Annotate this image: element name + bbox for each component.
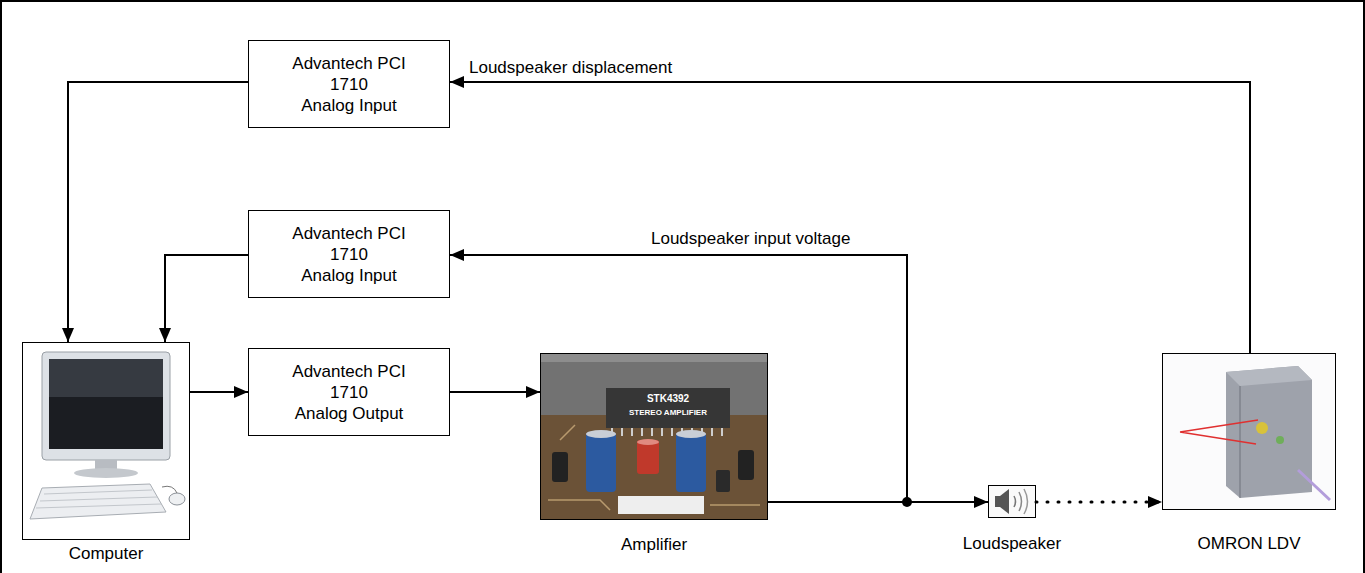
signal-arrow	[450, 82, 1250, 353]
amplifier-photo	[676, 432, 706, 492]
amplifier-photo	[618, 496, 704, 514]
signal-label: Loudspeaker input voltage	[648, 229, 853, 249]
interface-box: Advantech PCI 1710 Analog Input	[248, 210, 450, 298]
loudspeaker-icon	[1019, 492, 1022, 511]
signal-arrow	[68, 82, 248, 342]
laser-vibrometer-photo	[1162, 353, 1336, 510]
signal-arrow	[165, 255, 248, 342]
amplifier-photo	[586, 430, 616, 438]
text-line: 1710	[292, 244, 405, 265]
connector-group	[68, 82, 1250, 502]
interface-box: Advantech PCI 1710 Analog Input	[248, 40, 450, 128]
computer-illustration	[162, 486, 177, 493]
amplifier-photo	[716, 470, 730, 492]
box-label: Advantech PCI 1710 Analog Output	[292, 361, 405, 424]
text-line: Advantech PCI	[292, 361, 405, 382]
computer-illustration	[74, 468, 138, 478]
signal-arrow	[450, 255, 907, 502]
amplifier-photo	[637, 439, 659, 445]
loudspeaker-icon	[988, 485, 1036, 518]
computer-illustration	[49, 359, 163, 397]
laser-vibrometer-photo	[1276, 436, 1284, 444]
loudspeaker-icon	[1000, 489, 1009, 514]
text-line: Analog Input	[292, 95, 405, 116]
text-line: Advantech PCI	[292, 223, 405, 244]
device-caption: Loudspeaker	[963, 534, 1061, 554]
laser-vibrometer-photo	[1162, 353, 1336, 510]
amplifier-photo	[637, 440, 659, 474]
laser-vibrometer-photo	[1256, 422, 1268, 434]
amplifier-photo	[548, 425, 760, 510]
computer-illustration	[169, 493, 185, 505]
computer-illustration	[23, 343, 189, 539]
vibrometer-node: OMRON LDV	[1162, 353, 1336, 510]
text-line: 1710	[292, 74, 405, 95]
laser-vibrometer-photo	[1226, 366, 1312, 498]
laser-vibrometer-photo	[1298, 470, 1330, 500]
chip-marking: STEREO AMPLIFIER	[629, 409, 707, 418]
device-caption: Amplifier	[621, 535, 687, 555]
junction-dot	[902, 497, 912, 507]
device-caption: OMRON LDV	[1198, 534, 1301, 554]
beam-arrow	[1036, 501, 1162, 504]
amplifier-photo	[738, 450, 754, 480]
text-line: Advantech PCI	[292, 53, 405, 74]
computer-illustration	[30, 484, 166, 519]
amplifier-photo	[540, 353, 768, 520]
computer-illustration	[49, 359, 163, 449]
box-label: Advantech PCI 1710 Analog Input	[292, 53, 405, 116]
text-line: Analog Output	[292, 403, 405, 424]
computer-illustration	[23, 343, 189, 539]
device-caption: Computer	[69, 544, 144, 564]
laser-vibrometer-photo	[1180, 420, 1258, 444]
signal-label: Loudspeaker displacement	[466, 58, 675, 78]
loudspeaker-icon	[988, 485, 1036, 518]
loudspeaker-node: Loudspeaker	[988, 485, 1036, 518]
text-line: Analog Input	[292, 265, 405, 286]
amplifier-photo	[586, 432, 616, 492]
computer-node: Computer	[22, 342, 190, 540]
signal-arrow	[450, 391, 540, 393]
amplifier-photo	[676, 430, 706, 438]
computer-illustration	[36, 490, 161, 508]
interface-box: Advantech PCI 1710 Analog Output	[248, 348, 450, 436]
chip-part-number: STK4392	[647, 393, 689, 404]
amplifier-photo	[540, 353, 768, 362]
amplifier-node: Amplifier	[540, 353, 768, 520]
box-label: Advantech PCI 1710 Analog Input	[292, 223, 405, 286]
computer-illustration	[42, 352, 170, 460]
loudspeaker-icon	[995, 496, 1000, 507]
loudspeaker-icon	[1014, 496, 1016, 507]
amplifier-photo	[540, 353, 768, 520]
computer-illustration	[50, 358, 162, 455]
text-line: 1710	[292, 382, 405, 403]
laser-vibrometer-photo	[1226, 366, 1312, 386]
amplifier-photo	[552, 452, 568, 482]
amplifier-photo	[606, 388, 730, 428]
loudspeaker-icon	[1024, 489, 1028, 514]
signal-arrow	[190, 391, 248, 393]
